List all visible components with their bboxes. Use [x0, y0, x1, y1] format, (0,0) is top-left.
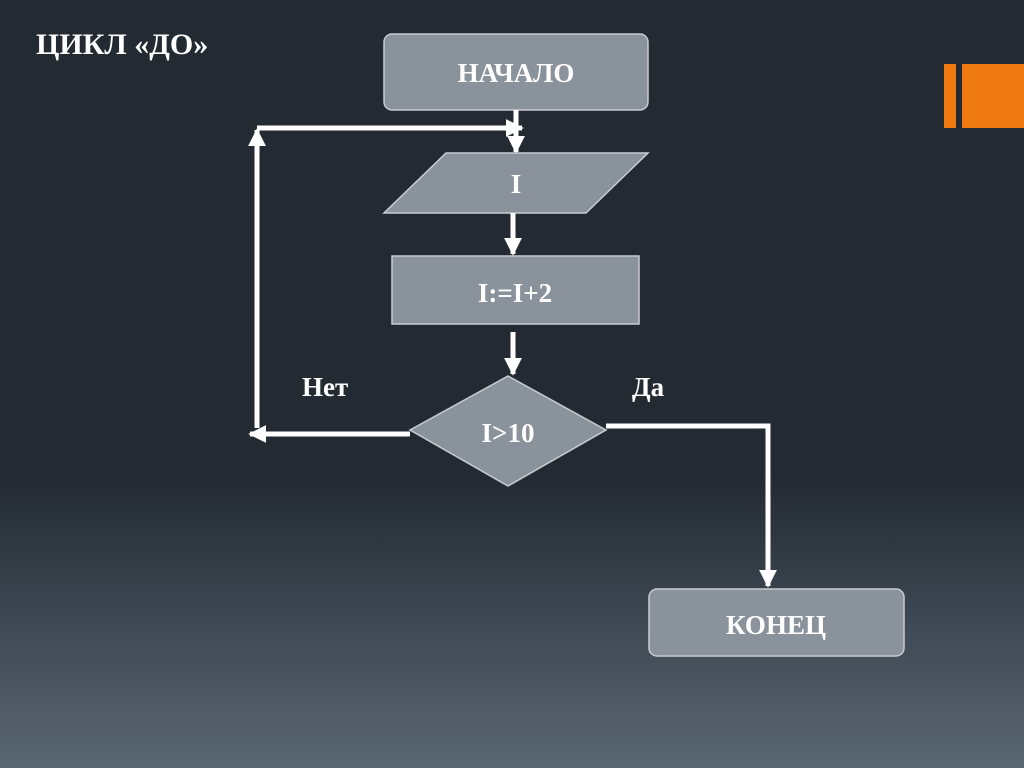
process-label: I:=I+2 — [478, 278, 552, 308]
end-block: КОНЕЦ — [648, 588, 905, 657]
yes-branch-path — [606, 423, 777, 588]
accent-bar-thin — [944, 64, 956, 128]
no-branch-label: Нет — [302, 372, 348, 402]
condition-label: I>10 — [482, 418, 535, 448]
end-label: КОНЕЦ — [726, 610, 826, 640]
condition-block: I>10 — [408, 375, 608, 487]
no-branch-path — [248, 119, 524, 443]
slide-title: ЦИКЛ «ДО» — [36, 28, 209, 61]
start-label: НАЧАЛО — [458, 58, 575, 88]
input-block: I — [382, 152, 650, 214]
yes-branch-label: Да — [632, 372, 665, 402]
process-block: I:=I+2 — [391, 255, 640, 325]
input-label: I — [511, 169, 522, 199]
start-block: НАЧАЛО — [383, 33, 649, 111]
accent-bar-wide — [962, 64, 1024, 128]
